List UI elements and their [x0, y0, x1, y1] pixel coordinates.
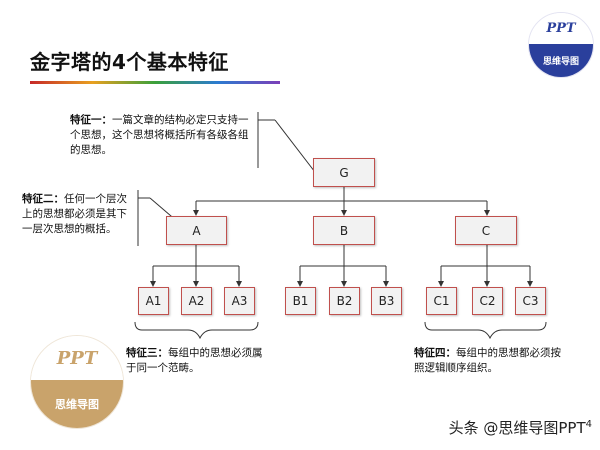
- feature-4-note: 特征四：每组中的思想都必须按照逻辑顺序组织。: [414, 346, 564, 376]
- logo-top-right: PPT 思维导图: [528, 12, 594, 78]
- footer-text: 头条 @思维导图PPT: [448, 419, 586, 437]
- node-c1: C1: [426, 287, 457, 315]
- footer-watermark: 头条 @思维导图PPT4: [449, 417, 592, 438]
- logo-bottom-left: PPT 思维导图: [30, 335, 124, 429]
- logo-mindmap-text: 思维导图: [31, 380, 123, 428]
- feature-2-text: 任何一个层次上的思想都必须是其下一层次思想的概括。: [22, 193, 127, 235]
- node-root: G: [313, 158, 375, 187]
- logo-ppt-text: PPT: [529, 13, 593, 44]
- node-a2: A2: [181, 287, 212, 315]
- feature-1-text: 一篇文章的结构必定只支持一个思想，这个思想将概括所有各级各组的思想。: [70, 114, 249, 156]
- node-c3: C3: [515, 287, 546, 315]
- node-c2: C2: [472, 287, 503, 315]
- node-a3: A3: [224, 287, 255, 315]
- feature-1-label: 特征一：: [70, 114, 112, 126]
- node-a1: A1: [138, 287, 169, 315]
- feature-2-note: 特征二：任何一个层次上的思想都必须是其下一层次思想的概括。: [22, 192, 134, 237]
- feature-3-label: 特征三：: [126, 347, 168, 359]
- feature-2-label: 特征二：: [22, 193, 64, 205]
- node-b2: B2: [329, 287, 360, 315]
- node-level1-b: B: [313, 216, 375, 245]
- feature-4-text: 每组中的思想都必须按照逻辑顺序组织。: [414, 347, 561, 374]
- logo-mindmap-text: 思维导图: [529, 43, 593, 77]
- feature-1-note: 特征一：一篇文章的结构必定只支持一个思想，这个思想将概括所有各级各组的思想。: [70, 113, 252, 158]
- title-underline: [30, 81, 280, 84]
- node-b1: B1: [285, 287, 316, 315]
- feature-3-note: 特征三：每组中的思想必须属于同一个范畴。: [126, 346, 266, 376]
- node-level1-c: C: [455, 216, 517, 245]
- feature-3-text: 每组中的思想必须属于同一个范畴。: [126, 347, 263, 374]
- page-title: 金字塔的4个基本特征: [30, 50, 229, 74]
- page-number: 4: [585, 419, 592, 430]
- feature-4-label: 特征四：: [414, 347, 456, 359]
- logo-ppt-text: PPT: [31, 336, 123, 381]
- node-b3: B3: [371, 287, 402, 315]
- node-level1-a: A: [166, 216, 227, 245]
